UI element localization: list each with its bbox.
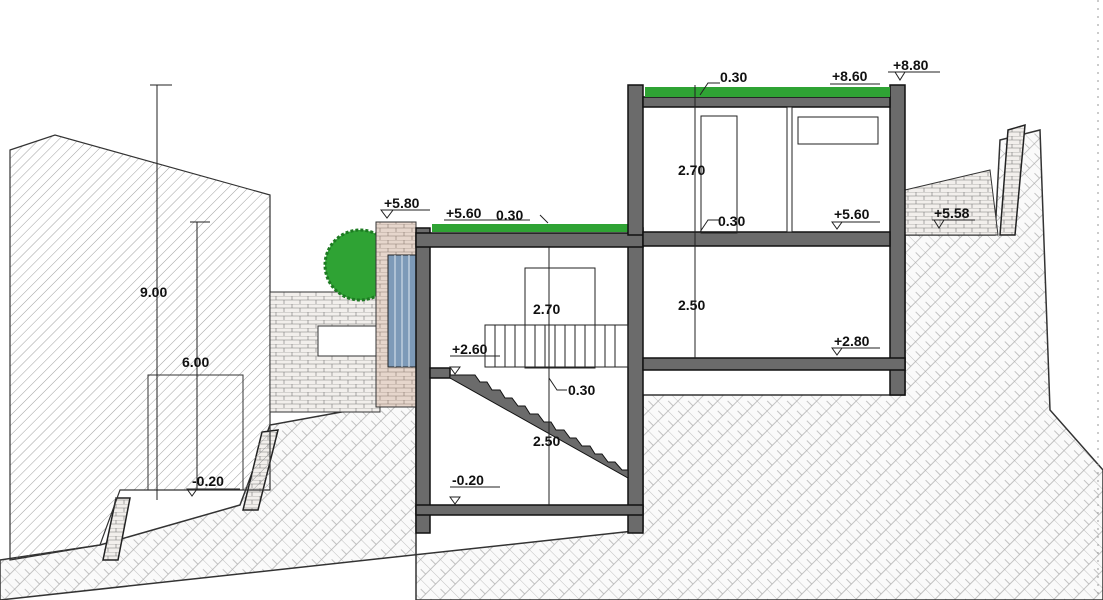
dim-9-00: 9.00	[140, 284, 167, 300]
dim-lower-roof-thickness: 0.30	[496, 207, 523, 223]
upper-block	[627, 84, 906, 396]
dim-upper-slab: 0.30	[718, 213, 745, 229]
dim-6-00: 6.00	[182, 354, 209, 370]
level-upper-floor: +5.60	[834, 206, 870, 222]
partition	[786, 106, 793, 233]
level-mezzanine: +2.60	[452, 341, 488, 357]
dim-lower-slab: 0.30	[568, 382, 595, 398]
lower-block	[415, 227, 644, 534]
staircase	[449, 374, 629, 479]
window-upper	[797, 116, 879, 145]
wall-opening	[317, 325, 377, 357]
level-parapet: +8.80	[893, 57, 929, 73]
retaining-wall-right	[999, 123, 1026, 236]
green-roof-lower	[432, 224, 628, 232]
balustrade	[484, 324, 629, 368]
level-lower-roof: +5.60	[446, 205, 482, 221]
neighbour-door	[147, 374, 244, 491]
level-left-ground: -0.20	[192, 473, 224, 489]
terrain-right-stone	[904, 169, 999, 236]
retaining-wall-low	[102, 497, 131, 561]
dim-upper-upper-height: 2.70	[678, 162, 705, 178]
dim-upper-lower-height: 2.50	[678, 297, 705, 313]
level-lower-floor: -0.20	[452, 472, 484, 488]
level-upper-roof: +8.60	[832, 68, 868, 84]
dim-lower-lower-height: 2.50	[533, 433, 560, 449]
level-upper-lower-floor: +2.80	[834, 333, 870, 349]
door-upper	[700, 115, 738, 234]
level-right-terrain: +5.58	[934, 205, 970, 221]
neighbour-building	[9, 134, 271, 561]
green-roof-upper	[645, 87, 890, 97]
level-garden-wall: +5.80	[384, 195, 420, 211]
door-lower	[524, 267, 596, 369]
dim-upper-roof-thickness: 0.30	[720, 69, 747, 85]
dim-lower-upper-height: 2.70	[533, 301, 560, 317]
